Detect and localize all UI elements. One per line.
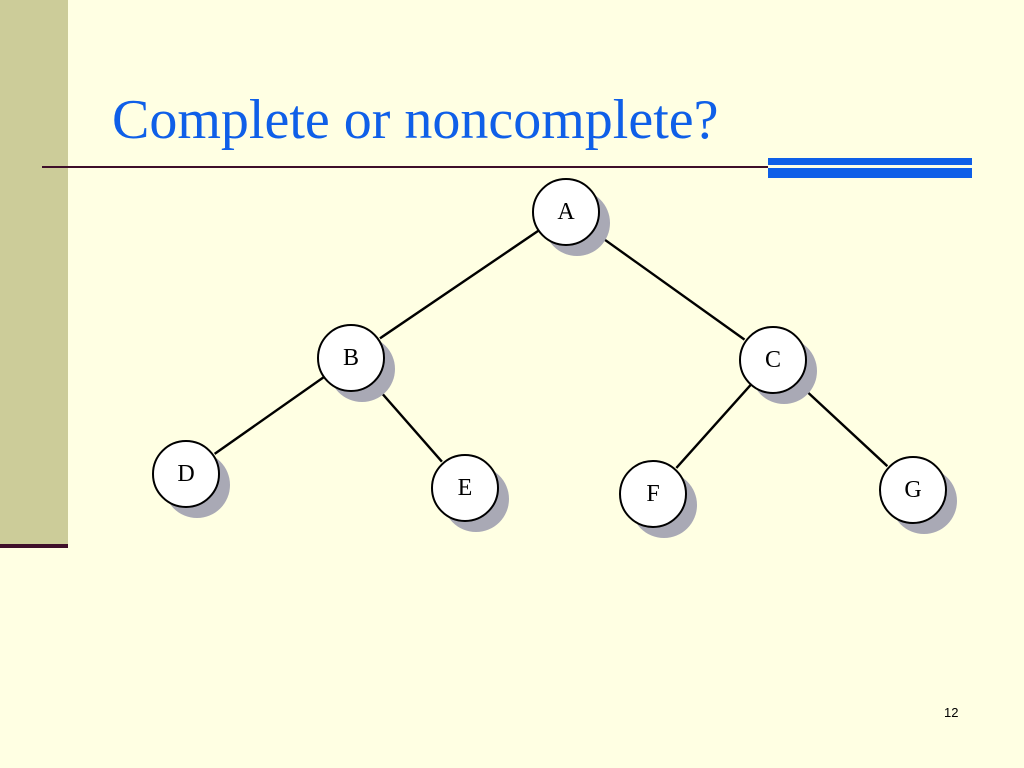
- left-band-rule: [0, 544, 68, 548]
- tree-node-c: C: [739, 326, 817, 404]
- tree-node-e-circle: [431, 454, 499, 522]
- title-underline-rule: [42, 166, 802, 168]
- slide-number: 12: [944, 705, 959, 720]
- tree-node-g: G: [879, 456, 957, 534]
- tree-node-a-circle: [532, 178, 600, 246]
- tree-node-d-label: D: [177, 461, 194, 487]
- tree-node-f-circle: [619, 460, 687, 528]
- tree-node-e-label: E: [458, 475, 473, 501]
- tree-edge-c-g: [796, 381, 889, 468]
- tree-node-b: B: [317, 324, 395, 402]
- left-decorative-band: [0, 0, 68, 546]
- tree-edge-b-e: [371, 382, 443, 463]
- tree-node-g-label: G: [904, 477, 921, 503]
- tree-node-b-circle: [317, 324, 385, 392]
- tree-node-b-label: B: [343, 345, 359, 371]
- tree-node-c-circle: [739, 326, 807, 394]
- tree-edge-b-d: [213, 375, 325, 455]
- tree-node-d: D: [152, 440, 230, 518]
- tree-node-d-circle: [152, 440, 220, 508]
- title-accent-bar-gap: [768, 165, 972, 168]
- tree-node-a: A: [532, 178, 610, 256]
- tree-edge-a-b: [379, 229, 540, 340]
- tree-node-e: E: [431, 454, 509, 532]
- tree-edges: [213, 229, 889, 469]
- tree-edge-a-c: [592, 230, 746, 341]
- tree-node-a-label: A: [557, 199, 575, 225]
- title-accent-bar: [768, 158, 972, 178]
- tree-node-f: F: [619, 460, 697, 538]
- tree-node-c-label: C: [765, 347, 781, 373]
- slide-title: Complete or noncomplete?: [112, 89, 719, 151]
- tree-nodes: A B C D E F G: [152, 178, 957, 538]
- tree-node-f-label: F: [646, 481, 659, 507]
- tree-edge-c-f: [675, 383, 752, 469]
- tree-node-g-circle: [879, 456, 947, 524]
